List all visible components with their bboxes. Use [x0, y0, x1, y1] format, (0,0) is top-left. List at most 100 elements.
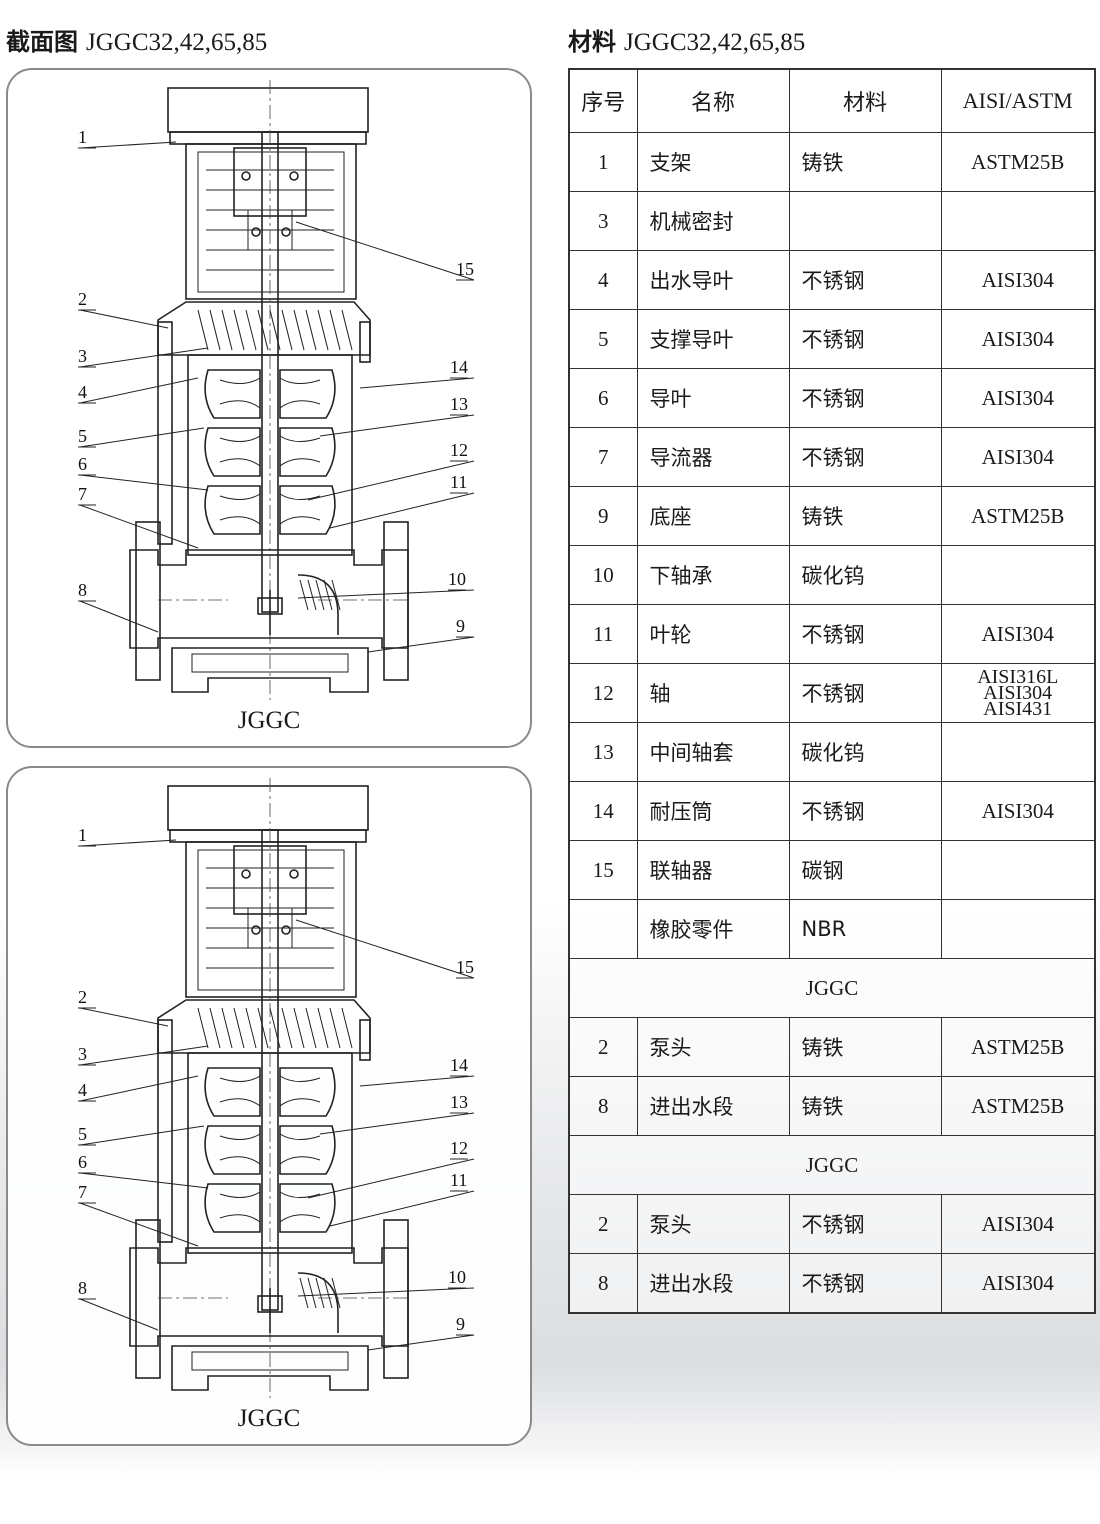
callout-leader: [79, 839, 177, 847]
row-aisi: [940, 191, 1096, 251]
row-aisi: AISI304: [940, 604, 1096, 664]
callout-leader: [297, 589, 475, 599]
callout-number: 10: [448, 569, 466, 589]
callout-number: 14: [450, 1055, 468, 1075]
aisi-line-1: AISI316L: [977, 666, 1059, 688]
row-no: 9: [568, 486, 638, 546]
base: [171, 1345, 369, 1391]
row-no: 14: [568, 781, 638, 841]
row-name: 泵头: [636, 1017, 790, 1077]
row-aisi: AISI304: [940, 1194, 1096, 1254]
header-aisi: AISI/ASTM: [940, 68, 1096, 133]
row-name: 导流器: [636, 427, 790, 487]
base: [171, 647, 369, 693]
materials-heading-model: JGGC32,42,65,85: [624, 29, 806, 56]
callout-leader: [79, 377, 199, 404]
row-no: 2: [568, 1017, 638, 1077]
motor-housing: [167, 87, 369, 133]
support-bracket: [185, 841, 357, 998]
callout-number: 12: [450, 1138, 468, 1158]
callout-leader: [359, 377, 475, 389]
section-title-row: JGGC: [568, 958, 1096, 1018]
vent-plug: [359, 1019, 371, 1061]
section-title: JGGC: [568, 958, 1096, 1018]
callout-leader: [319, 414, 475, 437]
row-no: 8: [568, 1253, 638, 1314]
row-name: 叶轮: [636, 604, 790, 664]
callout-leader: [79, 1298, 159, 1331]
callout-leader: [79, 309, 169, 329]
flange-right: [383, 1219, 409, 1379]
row-no: 5: [568, 309, 638, 369]
callout-number: 8: [78, 580, 87, 600]
row-material: 碳化钨: [788, 545, 942, 605]
row-name: 中间轴套: [636, 722, 790, 782]
callout-number: 5: [78, 426, 87, 446]
section-title: JGGC: [568, 1135, 1096, 1195]
materials-heading-cn: 材料: [568, 28, 616, 56]
row-aisi: [940, 899, 1096, 959]
callout-number: 1: [78, 825, 87, 845]
callout-leader: [79, 1172, 209, 1189]
row-material: 不锈钢: [788, 663, 942, 723]
motor-housing: [167, 785, 369, 831]
callout-number: 5: [78, 1124, 87, 1144]
callout-leader: [297, 1287, 475, 1297]
row-no: 8: [568, 1076, 638, 1136]
callout-number: 13: [450, 1092, 468, 1112]
row-aisi: AISI304: [940, 368, 1096, 428]
row-aisi: AISI304: [940, 309, 1096, 369]
table-header-row: 序号 名称 材料 AISI/ASTM: [568, 68, 1096, 133]
cross-section-heading-cn: 截面图: [6, 28, 78, 56]
callout-number: 15: [456, 957, 474, 977]
callout-number: 2: [78, 289, 87, 309]
row-name: 泵头: [636, 1194, 790, 1254]
callout-number: 6: [78, 454, 87, 474]
row-material: 铸铁: [788, 1017, 942, 1077]
inlet-outlet-body: [129, 549, 409, 649]
callout-leader: [307, 1158, 475, 1199]
callout-number: 11: [450, 1170, 467, 1190]
callout-leader: [79, 347, 209, 368]
header-name: 名称: [636, 68, 790, 133]
callout-leader: [329, 492, 475, 529]
row-no: 4: [568, 250, 638, 310]
callout-number: 9: [456, 616, 465, 636]
row-aisi: AISI304: [940, 250, 1096, 310]
row-aisi: ASTM25B: [940, 486, 1096, 546]
bracket-inner: [197, 849, 345, 991]
callout-leader: [79, 600, 159, 633]
callout-number: 10: [448, 1267, 466, 1287]
row-name: 下轴承: [636, 545, 790, 605]
callout-number: 4: [78, 1080, 87, 1100]
row-no: [568, 899, 638, 959]
callout-number: 9: [456, 1314, 465, 1334]
row-no: 7: [568, 427, 638, 487]
callout-number: 7: [78, 484, 87, 504]
callout-number: 12: [450, 440, 468, 460]
row-aisi: ASTM25B: [940, 1017, 1096, 1077]
bracket-inner: [197, 151, 345, 293]
row-material: NBR: [788, 899, 942, 959]
flange-right: [383, 521, 409, 681]
callout-leader: [79, 1075, 199, 1102]
row-material: 不锈钢: [788, 427, 942, 487]
row-name: 出水导叶: [636, 250, 790, 310]
callout-number: 15: [456, 259, 474, 279]
callout-number: 1: [78, 127, 87, 147]
row-aisi: ASTM25B: [940, 1076, 1096, 1136]
row-aisi: ASTM25B: [940, 132, 1096, 192]
row-material: 不锈钢: [788, 1194, 942, 1254]
diagram-label-1: JGGC: [237, 707, 301, 734]
section-title-row: JGGC: [568, 1135, 1096, 1195]
pump-head: [157, 999, 371, 1054]
